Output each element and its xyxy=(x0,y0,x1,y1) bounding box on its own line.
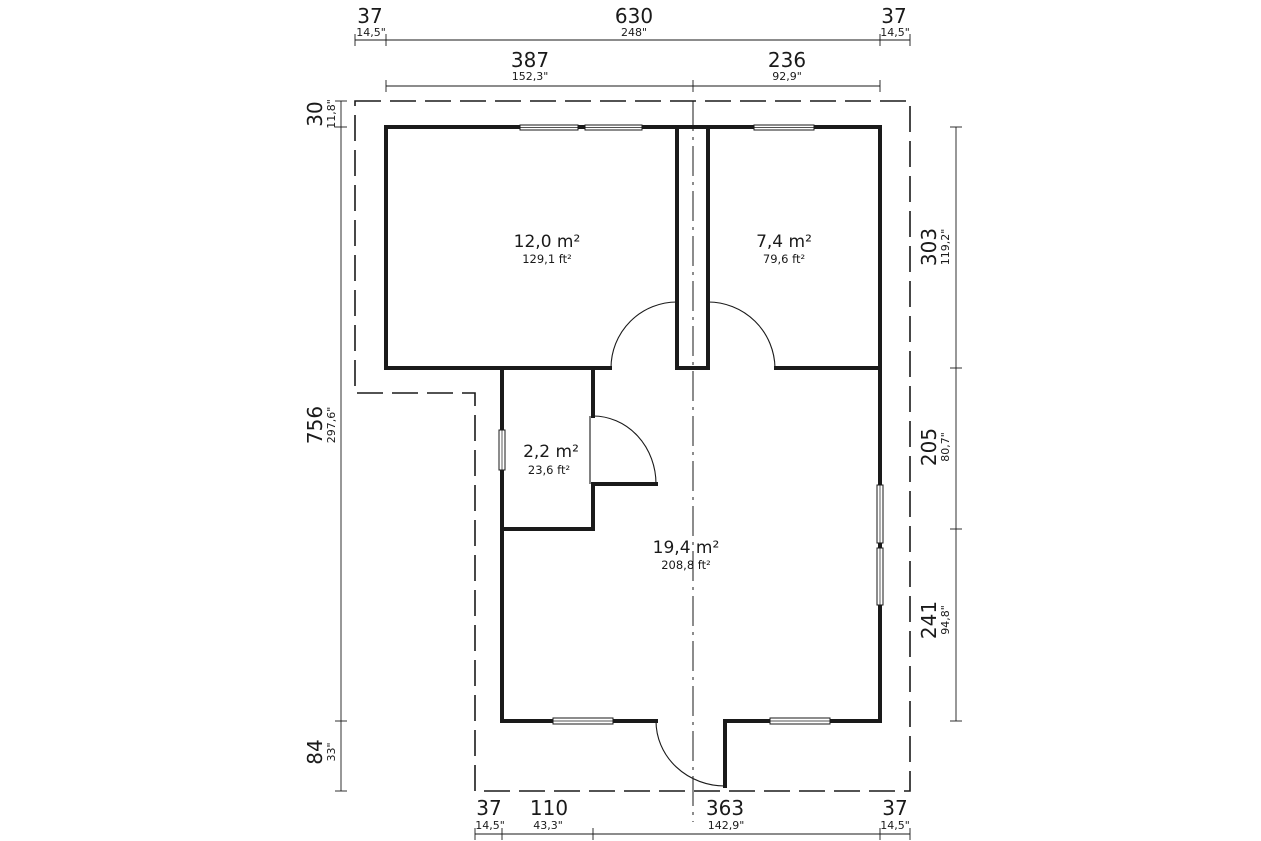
dim-room-1-in: 152,3" xyxy=(512,70,549,83)
room-2-area-ft: 79,6 ft² xyxy=(763,252,805,266)
dim-left-2-cm: 756 xyxy=(303,406,327,444)
dim-bottom-1-cm: 37 xyxy=(476,796,501,820)
bathroom-wall-right xyxy=(500,482,595,531)
dim-bottom-3-cm: 363 xyxy=(706,796,744,820)
dim-room-2-in: 92,9" xyxy=(772,70,802,83)
roof-overhang-outline xyxy=(354,100,911,792)
window-bottom-left xyxy=(552,717,614,725)
dim-top-3-cm: 37 xyxy=(881,4,906,28)
dim-bottom-2-cm: 110 xyxy=(530,796,568,820)
dim-bottom-3-in: 142,9" xyxy=(708,819,745,832)
dimension-left: 30 11,8" 756 297,6" 84 33" xyxy=(303,99,347,792)
door-bedroom-2 xyxy=(707,301,776,369)
dim-top-2-in: 248" xyxy=(621,26,647,39)
dim-left-1-in: 11,8" xyxy=(325,99,338,129)
door-bedroom-1 xyxy=(610,301,678,369)
room-2-area: 7,4 m² xyxy=(756,232,812,252)
dim-right-3-in: 94,8" xyxy=(939,605,952,635)
dim-left-2-in: 297,6" xyxy=(325,407,338,444)
dim-top-1-cm: 37 xyxy=(357,4,382,28)
window-top-right xyxy=(753,124,815,131)
dim-top-2-cm: 630 xyxy=(615,4,653,28)
dim-right-1-in: 119,2" xyxy=(939,229,952,266)
room-1-area-ft: 129,1 ft² xyxy=(522,252,572,266)
exterior-wall-bottom-right xyxy=(723,719,882,788)
dim-left-3-cm: 84 xyxy=(303,739,327,764)
door-bathroom xyxy=(589,415,657,485)
windows xyxy=(498,124,884,725)
dim-room-2-cm: 236 xyxy=(768,48,806,72)
dimension-top-overall: 37 14,5" 630 248" 37 14,5" xyxy=(354,4,911,46)
dim-bottom-4-in: 14,5" xyxy=(880,819,910,832)
room-4-area-ft: 208,8 ft² xyxy=(661,558,711,572)
dim-top-3-in: 14,5" xyxy=(880,26,910,39)
dim-right-3-cm: 241 xyxy=(917,601,941,639)
room-labels: 12,0 m² 129,1 ft² 7,4 m² 79,6 ft² 2,2 m²… xyxy=(514,232,812,572)
window-top-left-2 xyxy=(584,124,643,131)
dim-top-1-in: 14,5" xyxy=(356,26,386,39)
walls xyxy=(384,125,882,788)
room-3-area: 2,2 m² xyxy=(523,442,579,462)
doors xyxy=(589,301,776,787)
window-right-2 xyxy=(876,547,884,606)
dim-bottom-2-in: 43,3" xyxy=(533,819,563,832)
dim-left-1-cm: 30 xyxy=(303,101,327,126)
dim-room-1-cm: 387 xyxy=(511,48,549,72)
dimension-top-rooms: 387 152,3" 236 92,9" xyxy=(385,48,881,92)
door-entrance xyxy=(655,720,726,787)
dimension-bottom: 37 14,5" 110 43,3" 363 142,9" 37 14,5" xyxy=(474,796,911,840)
bathroom-wall-top xyxy=(500,366,595,418)
dim-right-2-cm: 205 xyxy=(917,428,941,466)
dim-right-1-cm: 303 xyxy=(917,228,941,266)
window-bottom-right xyxy=(769,717,831,725)
exterior-wall-left-lower xyxy=(500,366,658,723)
room-3-area-ft: 23,6 ft² xyxy=(528,463,570,477)
dim-right-2-in: 80,7" xyxy=(939,432,952,462)
window-top-left-1 xyxy=(519,124,579,131)
dim-bottom-1-in: 14,5" xyxy=(475,819,505,832)
window-right-1 xyxy=(876,484,884,544)
dimension-right: 303 119,2" 205 80,7" 241 94,8" xyxy=(917,126,962,722)
room-1-area: 12,0 m² xyxy=(514,232,581,252)
dim-left-3-in: 33" xyxy=(325,742,338,761)
dim-bottom-4-cm: 37 xyxy=(882,796,907,820)
window-bathroom xyxy=(498,429,506,471)
room-4-area: 19,4 m² xyxy=(653,538,720,558)
